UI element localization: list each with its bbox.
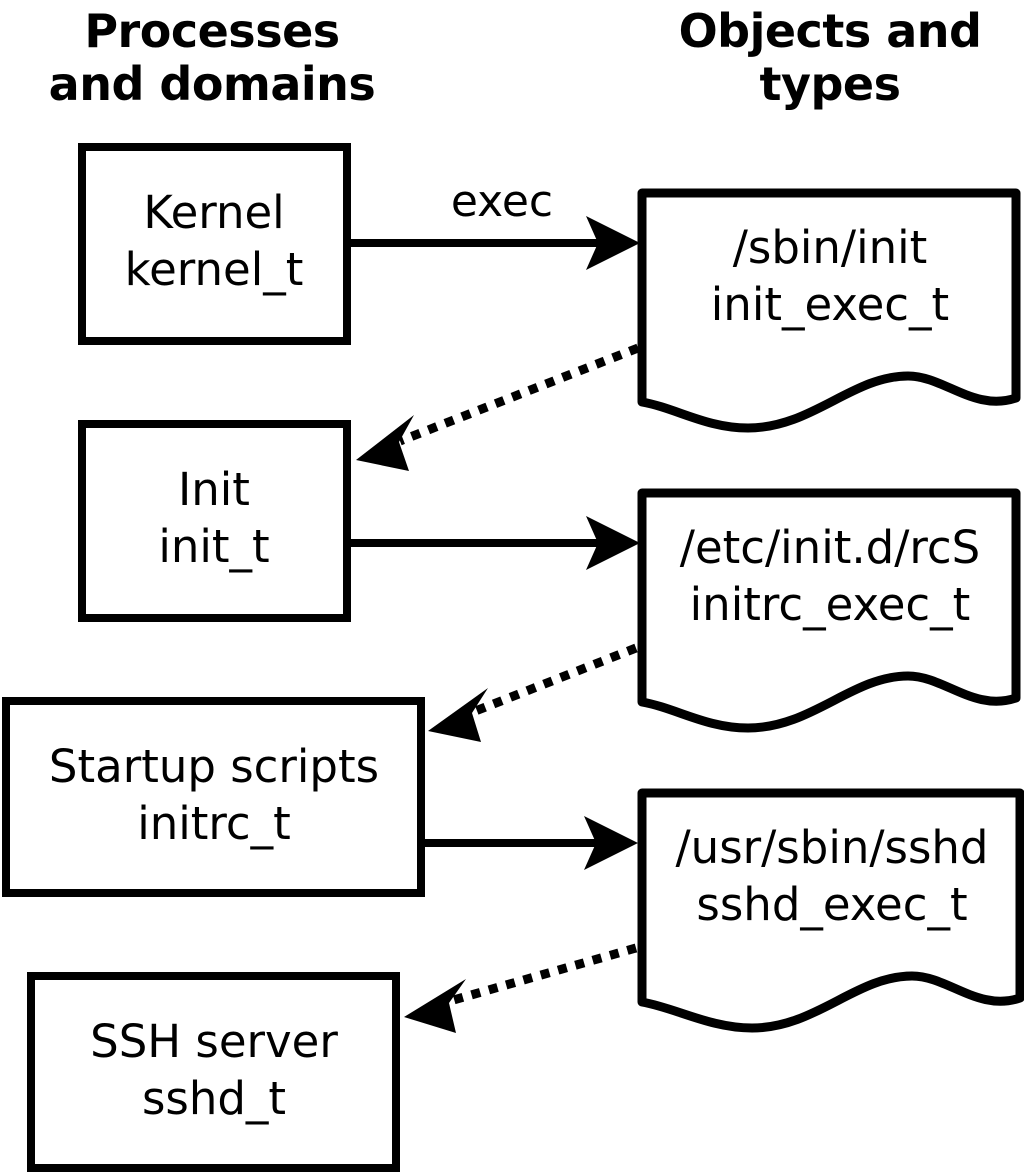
object-document-usr-sbin-sshd[interactable] [637, 788, 1024, 1033]
column-header-right: Objects and types [679, 4, 982, 111]
process-kernel-type: kernel_t [125, 243, 304, 296]
right-header-line2: types [760, 57, 901, 111]
edge-init-to-rcs [350, 516, 640, 570]
arrowhead-exec [586, 216, 640, 270]
object-sbin-init-path: /sbin/init [733, 221, 928, 274]
right-header-line1: Objects and [679, 4, 982, 58]
process-node-init[interactable]: Init init_t [78, 420, 351, 622]
process-box-kernel[interactable] [78, 143, 351, 345]
edge-sbin-init-to-init [356, 343, 640, 471]
object-document-etc-initd-rcs[interactable] [637, 488, 1021, 733]
edge-line-initrc-transition [471, 643, 638, 717]
object-node-etc-initd-rcs[interactable]: /etc/init.d/rcS initrc_exec_t [637, 488, 1021, 733]
object-etc-initd-rcs-path: /etc/init.d/rcS [680, 521, 980, 574]
object-usr-sbin-sshd-type: sshd_exec_t [696, 878, 967, 931]
process-ssh-server-type: sshd_t [142, 1072, 286, 1125]
column-header-left: Processes and domains [49, 4, 376, 111]
arrowhead-initrc-exec-sshd [584, 816, 638, 870]
process-init-type: init_t [158, 520, 269, 573]
object-node-sbin-init[interactable]: /sbin/init init_exec_t [637, 188, 1021, 433]
process-startup-scripts-name: Startup scripts [49, 740, 379, 793]
edge-line-sshd-transition [448, 943, 638, 1006]
arrowhead-init-transition [356, 415, 414, 471]
object-usr-sbin-sshd-path: /usr/sbin/sshd [676, 821, 989, 874]
left-header-line2: and domains [49, 57, 376, 111]
process-box-startup-scripts[interactable] [2, 697, 425, 897]
edge-kernel-to-sbin-init: exec [350, 176, 640, 270]
edge-label-exec: exec [451, 176, 553, 227]
process-ssh-server-name: SSH server [90, 1015, 338, 1068]
arrowhead-init-exec-rcs [586, 516, 640, 570]
process-node-kernel[interactable]: Kernel kernel_t [78, 143, 351, 345]
arrowhead-sshd-transition [404, 979, 466, 1033]
edge-rcs-to-startup-scripts [428, 643, 638, 742]
process-kernel-name: Kernel [143, 186, 284, 239]
object-document-sbin-init[interactable] [637, 188, 1021, 433]
edge-line-init-transition [398, 343, 640, 446]
edge-sshd-bin-to-ssh-server [404, 943, 638, 1033]
object-node-usr-sbin-sshd[interactable]: /usr/sbin/sshd sshd_exec_t [637, 788, 1024, 1033]
process-box-init[interactable] [78, 420, 351, 622]
edge-startup-scripts-to-sshd-bin [425, 816, 638, 870]
process-node-ssh-server[interactable]: SSH server sshd_t [27, 972, 400, 1172]
object-etc-initd-rcs-type: initrc_exec_t [690, 578, 971, 631]
process-startup-scripts-type: initrc_t [137, 797, 291, 850]
object-sbin-init-type: init_exec_t [711, 278, 949, 331]
process-node-startup-scripts[interactable]: Startup scripts initrc_t [2, 697, 425, 897]
process-box-ssh-server[interactable] [27, 972, 400, 1172]
process-init-name: Init [178, 463, 250, 516]
left-header-line1: Processes [84, 4, 339, 58]
arrowhead-initrc-transition [428, 688, 488, 742]
